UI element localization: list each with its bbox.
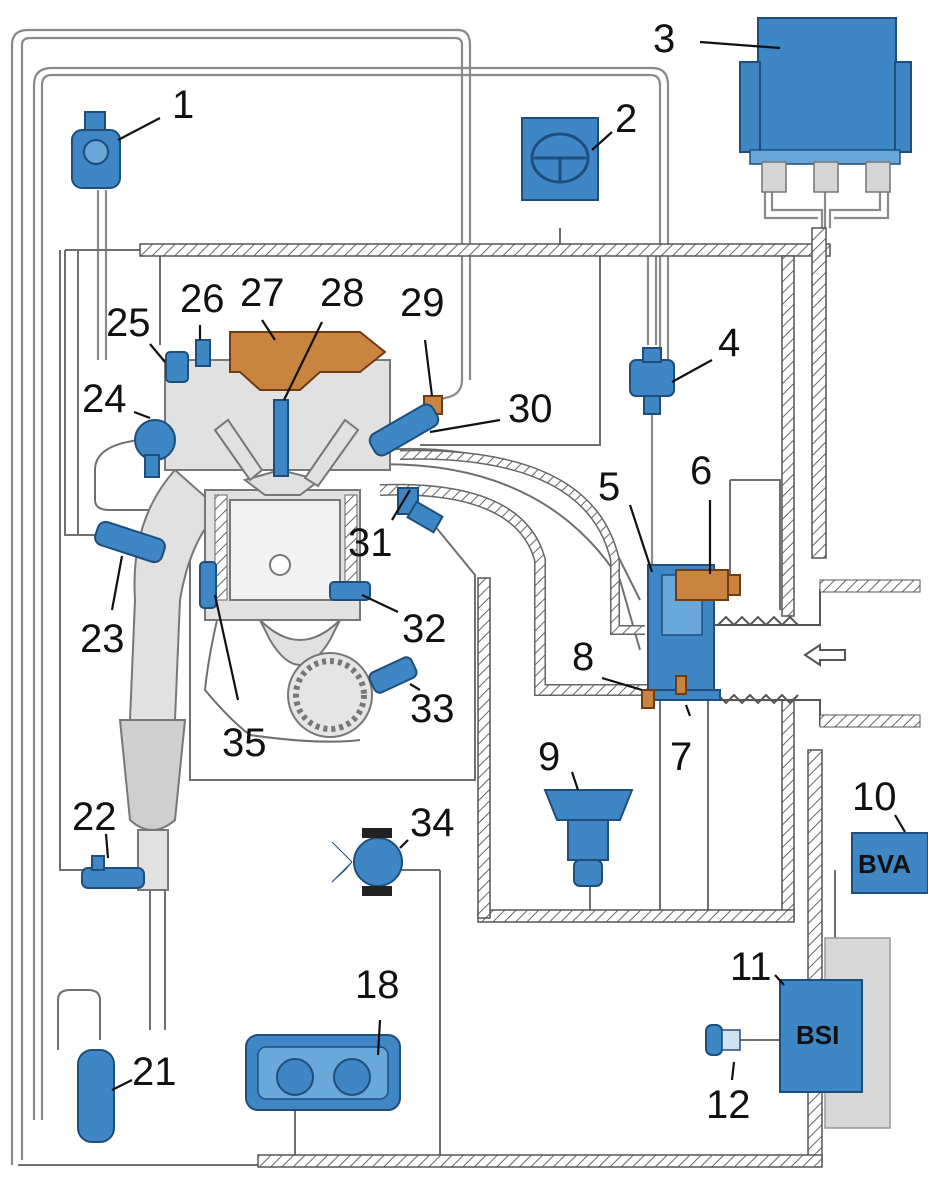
- component-6-actuator: [675, 569, 741, 601]
- label-28: 28: [320, 271, 365, 315]
- component-35-knock-sensor: [199, 561, 217, 609]
- label-4: 4: [718, 321, 740, 365]
- component-2-steering-wheel-switch: [521, 117, 599, 201]
- label-2: 2: [615, 97, 637, 141]
- component-12-switch: [705, 1024, 741, 1056]
- label-5: 5: [598, 465, 620, 509]
- component-11-bsi: BSI: [779, 937, 891, 1129]
- component-25-sensor: [165, 351, 189, 383]
- component-32-sensor: [329, 581, 371, 601]
- label-30: 30: [508, 387, 553, 431]
- component-5-throttle-body: [643, 564, 721, 701]
- component-24-sensor: [134, 419, 176, 478]
- component-1-pressure-sensor: [71, 111, 121, 189]
- leader-lines: [104, 40, 906, 1091]
- callout-labels: 1 2 3 4 5 6 7 8 9 10 11 12 18 21 22 23 2…: [72, 17, 897, 1127]
- component-34-cooling-fan: [331, 828, 403, 896]
- label-29: 29: [400, 281, 445, 325]
- label-10: 10: [852, 775, 897, 819]
- label-21: 21: [132, 1050, 177, 1094]
- fuel-pipe-network: [139, 227, 831, 1168]
- label-11: 11: [730, 945, 772, 989]
- label-35: 35: [222, 721, 267, 765]
- label-22: 22: [72, 795, 117, 839]
- bva-label: BVA: [858, 849, 911, 879]
- label-33: 33: [410, 687, 455, 731]
- component-28-spark-plug: [273, 399, 289, 477]
- bsi-label: BSI: [796, 1020, 839, 1050]
- component-33-crank-sensor: [368, 656, 418, 694]
- label-31: 31: [348, 521, 393, 565]
- airflow-arrow-icon: [803, 643, 846, 667]
- component-7-sensor: [675, 675, 687, 695]
- label-7: 7: [670, 735, 692, 779]
- label-25: 25: [106, 301, 151, 345]
- component-18-instrument-cluster: [245, 1034, 401, 1111]
- component-30-injector: [368, 403, 440, 457]
- component-27-ignition-coil: [229, 331, 387, 391]
- component-26-sensor: [195, 339, 211, 367]
- component-23-sensor: [94, 520, 166, 564]
- component-9-pressure-sensor: [543, 789, 634, 887]
- component-10-bva: BVA: [851, 832, 928, 894]
- label-18: 18: [355, 963, 400, 1007]
- label-27: 27: [240, 271, 285, 315]
- label-32: 32: [402, 607, 447, 651]
- component-3-engine-ecu: [739, 17, 912, 193]
- label-23: 23: [80, 617, 125, 661]
- label-3: 3: [653, 17, 675, 61]
- air-intake-duct: [700, 579, 921, 728]
- label-8: 8: [572, 635, 594, 679]
- label-34: 34: [410, 801, 455, 845]
- label-26: 26: [180, 277, 225, 321]
- flywheel: [287, 652, 373, 738]
- label-1: 1: [172, 83, 194, 127]
- component-22-oxygen-sensor: [81, 855, 145, 889]
- label-12: 12: [706, 1083, 751, 1127]
- component-31-sensor: [397, 487, 444, 534]
- component-8-sensor: [641, 689, 655, 709]
- label-9: 9: [538, 735, 560, 779]
- label-24: 24: [82, 377, 127, 421]
- catalytic-converter: [118, 719, 187, 831]
- component-21-canister: [77, 1049, 115, 1143]
- component-4-sensor: [629, 347, 675, 415]
- label-6: 6: [690, 449, 712, 493]
